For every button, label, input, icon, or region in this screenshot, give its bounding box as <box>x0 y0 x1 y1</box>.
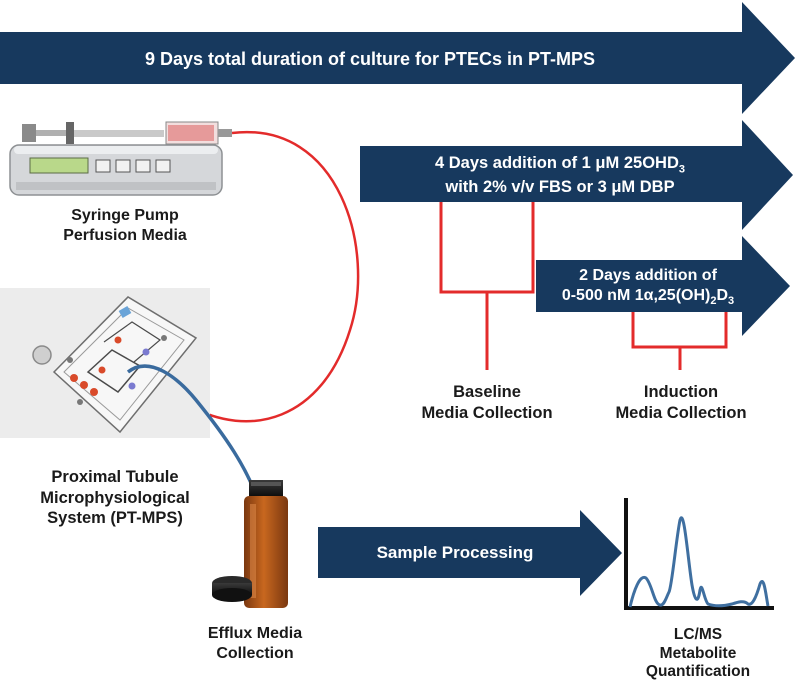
mid-banner-line1: 4 Days addition of 1 μM 25OHD <box>434 154 679 172</box>
top-banner-arrow <box>0 2 795 114</box>
mid-banner-arrow <box>360 120 793 230</box>
lcms-label: LC/MS Metabolite Quantification <box>628 626 768 682</box>
sample-processing-arrow <box>318 510 622 596</box>
baseline-line1: Baseline <box>453 383 521 401</box>
low-banner-line2b: D <box>716 287 729 304</box>
ptmps-line3: System (PT-MPS) <box>47 509 183 528</box>
low-banner-line2a: 0-500 nM 1α,25(OH) <box>561 287 711 304</box>
low-banner-sub2: 3 <box>728 295 735 308</box>
induction-line2: Media Collection <box>615 403 747 422</box>
low-banner-line1: 2 Days addition of <box>579 267 717 284</box>
baseline-bracket <box>439 202 535 370</box>
efflux-vial-illustration <box>212 480 288 608</box>
syringe-line1: Syringe Pump <box>71 207 179 224</box>
efflux-line1: Efflux Media <box>207 625 303 642</box>
baseline-line2: Media Collection <box>421 403 553 422</box>
mid-banner-line2: with 2% v/v FBS or 3 μM DBP <box>445 178 675 197</box>
efflux-label: Efflux Media Collection <box>180 624 330 664</box>
lcms-line1: LC/MS <box>673 626 723 643</box>
chromatogram-trace <box>628 516 770 608</box>
sample-processing-label: Sample Processing <box>376 543 534 562</box>
pt-mps-label: Proximal Tubule Microphysiological Syste… <box>15 467 215 529</box>
top-banner-label: 9 Days total duration of culture for PTE… <box>144 49 596 69</box>
ptmps-line1: Proximal Tubule <box>51 468 179 486</box>
efflux-line2: Collection <box>216 645 294 662</box>
low-banner-sub1: 2 <box>710 295 717 308</box>
low-banner-label: 2 Days addition of 0-500 nM 1α,25(OH)2D3 <box>548 266 748 309</box>
syringe-pump-label: Syringe Pump Perfusion Media <box>40 206 210 246</box>
lcms-line2: Metabolite <box>659 644 737 662</box>
induction-line1: Induction <box>643 383 719 401</box>
low-banner-arrow <box>536 236 790 336</box>
lcms-chromatogram <box>624 498 774 610</box>
mid-banner-sub: 3 <box>678 163 685 176</box>
syringe-line2: Perfusion Media <box>63 227 187 244</box>
baseline-label: Baseline Media Collection <box>402 382 572 423</box>
induction-bracket <box>631 312 728 370</box>
syringe-pump-illustration <box>9 121 232 196</box>
ptmps-line2: Microphysiological <box>40 488 190 507</box>
lcms-line3: Quantification <box>645 663 751 681</box>
induction-label: Induction Media Collection <box>596 382 766 423</box>
pt-mps-device-illustration <box>0 288 210 438</box>
mid-banner-label: 4 Days addition of 1 μM 25OHD3 with 2% v… <box>380 153 740 198</box>
